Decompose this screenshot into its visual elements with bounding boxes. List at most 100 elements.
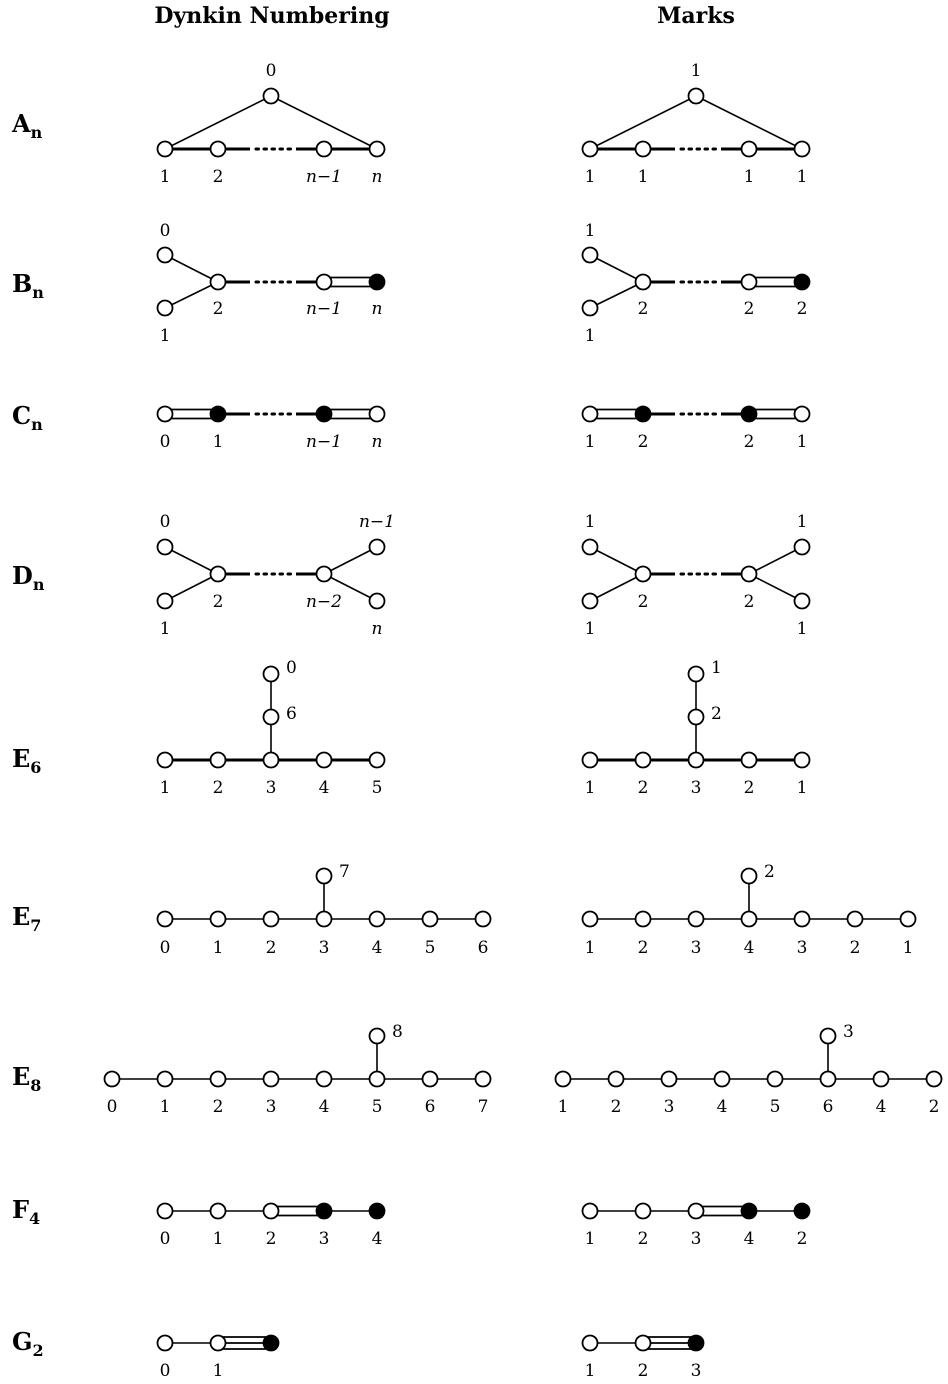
node-label: 0	[160, 432, 171, 452]
node-label: n−1	[306, 432, 342, 452]
bond	[323, 573, 378, 602]
mark-label: 5	[770, 1097, 781, 1117]
node	[209, 273, 227, 291]
node-label: 2	[266, 938, 277, 958]
node-label: 0	[160, 512, 171, 532]
node	[315, 751, 333, 769]
node	[103, 1070, 121, 1088]
mark-label: 1	[585, 778, 596, 798]
node-label: 7	[339, 862, 350, 882]
node-label: 3	[266, 1097, 277, 1117]
node-label: 2	[213, 592, 224, 612]
mark-label: 2	[744, 592, 755, 612]
mark-label: 2	[797, 299, 808, 319]
diagram-e6-marks: 1 2 3 2 1 2 1	[581, 658, 811, 798]
mark-label: 1	[558, 1097, 569, 1117]
node	[581, 592, 599, 610]
bond	[695, 95, 803, 150]
node	[687, 665, 705, 683]
node	[793, 910, 811, 928]
row-label-c: Cn	[12, 401, 43, 434]
node-label: 0	[286, 658, 297, 678]
mark-label: 1	[585, 167, 596, 187]
node-label: 3	[266, 778, 277, 798]
diagram-e8-dynkin: 0 1 2 3 4 5 6 7 8	[103, 1022, 492, 1117]
node	[209, 1070, 227, 1088]
node	[368, 910, 386, 928]
mark-label: 1	[585, 1229, 596, 1249]
node	[368, 592, 386, 610]
node-filled	[793, 273, 811, 291]
bond	[164, 573, 219, 602]
node-label: 8	[392, 1022, 403, 1042]
bond	[589, 573, 644, 602]
node	[474, 1070, 492, 1088]
node	[554, 1070, 572, 1088]
mark-label: 4	[876, 1097, 887, 1117]
diagram-b-marks: 1 1 2 2 2	[581, 221, 811, 346]
mark-label: 1	[797, 619, 808, 639]
row-label-f4: F4	[12, 1195, 40, 1228]
row-label-e7: E7	[12, 902, 41, 935]
node	[262, 708, 280, 726]
node	[156, 405, 174, 423]
bond	[164, 95, 272, 150]
node-label: n	[372, 167, 383, 187]
node	[156, 299, 174, 317]
node	[474, 910, 492, 928]
node	[846, 910, 864, 928]
bond	[589, 546, 644, 575]
node-label: n	[372, 299, 383, 319]
node	[607, 1070, 625, 1088]
diagram-e8-marks: 1 2 3 4 5 6 4 2 3	[554, 1022, 943, 1117]
node-label: 0	[266, 61, 277, 81]
node-label: n	[372, 432, 383, 452]
node	[634, 565, 652, 583]
node	[315, 273, 333, 291]
mark-label: 4	[717, 1097, 728, 1117]
node	[315, 565, 333, 583]
mark-label: 4	[744, 938, 755, 958]
node	[687, 708, 705, 726]
node-filled	[315, 405, 333, 423]
node	[740, 751, 758, 769]
header-marks: Marks	[657, 3, 735, 29]
mark-label: 2	[638, 592, 649, 612]
node	[262, 751, 280, 769]
node	[368, 538, 386, 556]
node-filled	[634, 405, 652, 423]
node	[634, 910, 652, 928]
mark-label: 1	[585, 432, 596, 452]
node-label: 4	[319, 1097, 330, 1117]
bond	[164, 281, 219, 309]
node	[793, 405, 811, 423]
mark-label: 1	[711, 658, 722, 678]
node-label: 4	[372, 938, 383, 958]
diagram-g2-dynkin: 0 1	[156, 1334, 280, 1381]
node	[156, 538, 174, 556]
node-label: n−2	[306, 592, 342, 612]
node	[581, 405, 599, 423]
node	[740, 867, 758, 885]
node	[687, 87, 705, 105]
node	[581, 751, 599, 769]
node	[421, 910, 439, 928]
diagram-e6-dynkin: 1 2 3 4 5 6 0	[156, 658, 386, 798]
diagram-c-dynkin: 0 1 n−1 n	[156, 405, 386, 452]
bond	[748, 546, 803, 575]
diagram-a-marks: 1 1 1 1 1	[581, 61, 811, 187]
mark-label: 3	[691, 778, 702, 798]
node-label: 0	[160, 221, 171, 241]
node-label: n−1	[359, 512, 395, 532]
node-label: 3	[319, 1229, 330, 1249]
node-filled	[262, 1334, 280, 1352]
mark-label: 1	[797, 778, 808, 798]
node-label: 2	[213, 778, 224, 798]
mark-label: 2	[929, 1097, 940, 1117]
node	[581, 1334, 599, 1352]
row-label-e8: E8	[12, 1062, 41, 1095]
mark-label: 2	[611, 1097, 622, 1117]
mark-label: 1	[797, 167, 808, 187]
row-labels: An Bn Cn Dn E6 E7 E8 F4 G2	[11, 109, 45, 1360]
